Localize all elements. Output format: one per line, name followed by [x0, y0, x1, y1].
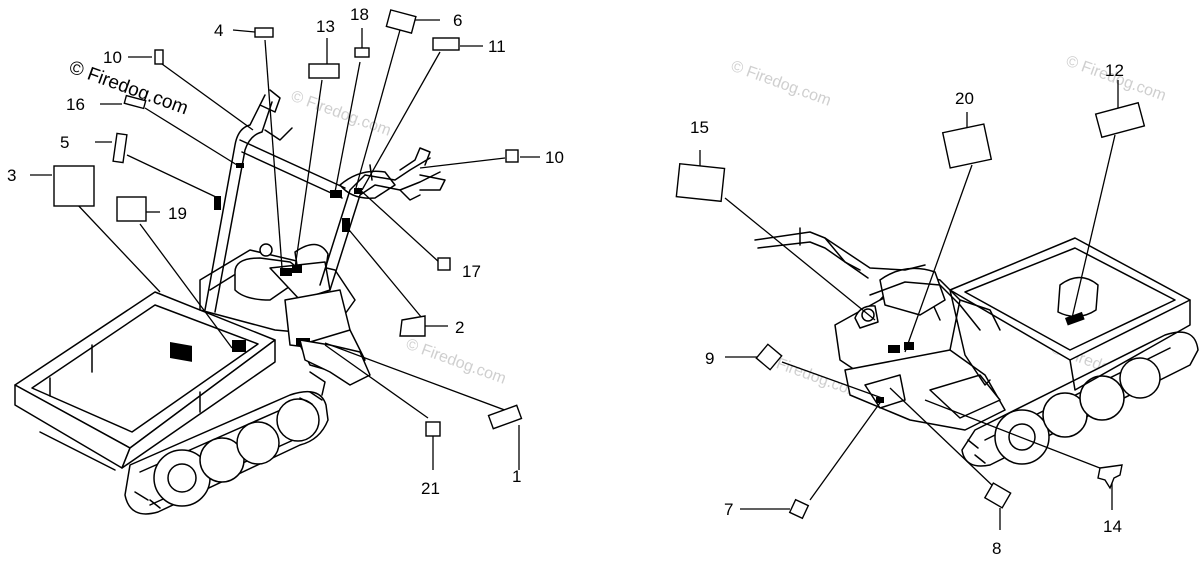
callout-9: 9: [705, 349, 714, 368]
callout-6: 6: [453, 11, 462, 30]
label-stickers: [53, 9, 1146, 520]
callout-1: 1: [512, 467, 521, 486]
callout-10-left: 10: [103, 48, 122, 67]
callout-4: 4: [214, 21, 223, 40]
watermark-faint: © Firedog.com: [289, 88, 394, 140]
callout-16: 16: [66, 95, 85, 114]
callout-14: 14: [1103, 517, 1122, 536]
callout-10-right: 10: [545, 148, 564, 167]
watermark-main: © Firedog.com: [66, 57, 191, 119]
callout-numbers: 1 2 3 4 5 6 7 8 9 10 10 11 12 13 14 15 1…: [7, 5, 1124, 558]
callout-5: 5: [60, 133, 69, 152]
callout-12: 12: [1105, 61, 1124, 80]
callout-7: 7: [724, 500, 733, 519]
callout-19: 19: [168, 204, 187, 223]
callout-13: 13: [316, 17, 335, 36]
callout-11: 11: [488, 37, 506, 56]
left-machine-drawing: [14, 89, 446, 515]
callout-2: 2: [455, 318, 464, 337]
watermark-faint: © Firedog.com: [404, 336, 509, 388]
callout-18: 18: [350, 5, 369, 24]
callout-8: 8: [992, 539, 1001, 558]
leader-lines: [30, 19, 1119, 530]
callout-3: 3: [7, 166, 16, 185]
faint-watermarks: © Firedog.com © Firedog.com © Firedog.co…: [289, 53, 1169, 402]
callout-20: 20: [955, 89, 974, 108]
callout-17: 17: [462, 262, 481, 281]
callout-15: 15: [690, 118, 709, 137]
callout-21: 21: [421, 479, 440, 498]
watermark-faint: © Firedog.com: [729, 58, 834, 110]
right-machine-drawing: [754, 227, 1199, 467]
